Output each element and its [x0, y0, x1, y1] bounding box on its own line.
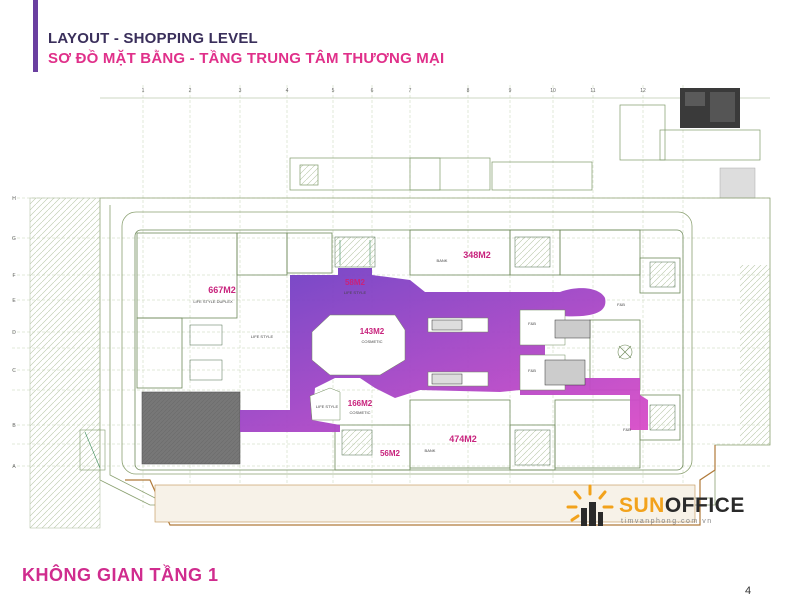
- room-name-labels: LIFE STYLE DUPLEX LIFE STYLE COSMETIC BA…: [193, 258, 631, 453]
- col-label: 4: [286, 88, 289, 94]
- room-name: COSMETIC: [361, 339, 382, 344]
- page-title: LAYOUT - SHOPPING LEVEL: [48, 30, 258, 47]
- mall-corridor: [240, 268, 648, 432]
- area-label-474: 474M2: [449, 434, 477, 444]
- room-name: F&B: [617, 302, 625, 307]
- row-labels: H G F E D C B A: [12, 196, 16, 470]
- logo-office-text: OFFICE: [664, 494, 745, 517]
- room-name: F&B: [528, 321, 536, 326]
- col-label: 1: [142, 88, 145, 94]
- room-name: LIFE STYLE: [344, 290, 367, 295]
- sun-icon: [566, 484, 614, 526]
- area-label-56: 56M2: [380, 449, 401, 458]
- top-outbuilding: [289, 104, 761, 191]
- logo-sun-text: SUN: [619, 494, 665, 517]
- column-labels: 1 2 3 4 5 6 7 8 9 10 11 12 13: [142, 88, 686, 94]
- area-labels: 667M2 58M2 143M2 348M2 166M2 474M2 56M2: [208, 250, 491, 458]
- sunoffice-logo: SUNOFFICE timvanphong.com.vn: [563, 482, 763, 532]
- col-label: 6: [371, 88, 374, 94]
- room-name: LIFE STYLE: [251, 334, 274, 339]
- atrium-marker: [617, 344, 633, 360]
- col-label: 5: [332, 88, 335, 94]
- row-label: F: [12, 273, 15, 279]
- col-label: 11: [590, 88, 595, 94]
- col-label: 3: [239, 88, 242, 94]
- logo-wordmark: SUNOFFICE: [619, 494, 745, 518]
- col-label: 2: [189, 88, 192, 94]
- row-label: C: [12, 368, 16, 374]
- col-label: 10: [550, 88, 556, 94]
- room-name: COSMETIC: [349, 410, 370, 415]
- page-number: 4: [745, 585, 752, 597]
- top-right-building: [680, 88, 756, 199]
- room-name: F&B: [623, 427, 631, 432]
- area-label-166: 166M2: [348, 399, 373, 408]
- escalators: [431, 319, 591, 386]
- row-label: G: [12, 236, 16, 242]
- header-accent-bar: [33, 0, 38, 72]
- logo-website: timvanphong.com.vn: [621, 518, 713, 525]
- row-label: A: [12, 464, 16, 470]
- col-label: 12: [640, 88, 646, 94]
- room-name: BANK: [425, 448, 436, 453]
- row-label: H: [12, 196, 16, 202]
- page-subtitle: SƠ ĐỒ MẶT BẰNG - TẦNG TRUNG TÂM THƯƠNG M…: [48, 50, 445, 67]
- area-label-143: 143M2: [360, 327, 385, 336]
- room-name: LIFE STYLE: [316, 404, 339, 409]
- col-label: 9: [509, 88, 512, 94]
- stair-cores: [189, 236, 676, 466]
- room-name: BANK: [437, 258, 448, 263]
- row-label: B: [12, 423, 16, 429]
- area-label-58: 58M2: [345, 278, 366, 287]
- perimeter-outline: [125, 445, 716, 526]
- dark-block: [141, 391, 241, 465]
- area-label-667: 667M2: [208, 285, 236, 295]
- col-label: 7: [409, 88, 412, 94]
- row-label: D: [12, 330, 16, 336]
- room-name: F&B: [528, 368, 536, 373]
- room-name: LIFE STYLE DUPLEX: [193, 299, 233, 304]
- footer-title: KHÔNG GIAN TẦNG 1: [22, 565, 219, 585]
- area-label-348: 348M2: [463, 250, 491, 260]
- row-label: E: [12, 298, 16, 304]
- col-label: 8: [467, 88, 470, 94]
